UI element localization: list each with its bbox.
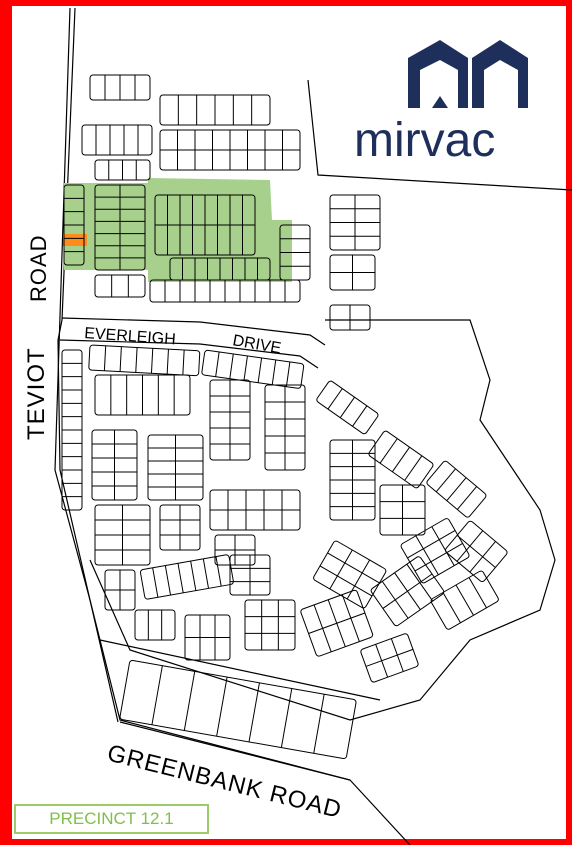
lot-block (201, 349, 305, 389)
lot-block (264, 384, 306, 471)
lot-block (214, 534, 256, 566)
lot-block (134, 609, 176, 641)
lot-block (139, 554, 234, 600)
teviot-label: TEVIOT (23, 347, 50, 440)
lot-block (279, 224, 311, 281)
lot-block (159, 129, 301, 171)
lot-block (159, 94, 271, 126)
highlighted-lot (63, 234, 87, 246)
lot-block (94, 374, 191, 416)
lot-block (63, 184, 85, 266)
lot-block (329, 194, 381, 251)
everleigh-drive (59, 317, 326, 369)
lot-block (316, 380, 379, 435)
lot-block (244, 599, 296, 651)
lot-block (147, 434, 204, 501)
lot-block (379, 484, 426, 536)
lot-block (159, 504, 201, 551)
map-border-left-thick (3, 3, 12, 842)
lot-block (104, 569, 136, 611)
logo-mark-icon (408, 40, 528, 108)
greenbank-road-edge (99, 639, 381, 781)
lot-block (329, 254, 376, 291)
lot-block (430, 570, 499, 630)
lot-block (89, 74, 151, 101)
lot-block (329, 304, 371, 331)
lot-block (400, 518, 470, 584)
lot-block (154, 194, 256, 256)
lot-block (368, 430, 434, 489)
lot-block (209, 489, 301, 531)
precinct-label: PRECINCT 12.1 (14, 804, 209, 834)
logo-wordmark: mirvac (354, 114, 495, 167)
lot-grid (61, 74, 508, 760)
lot-block (88, 344, 201, 377)
lot-block (94, 184, 146, 271)
lot-block (313, 540, 387, 609)
drive-label: DRIVE (231, 332, 282, 357)
lot-block (426, 460, 487, 518)
precinct-highlight (64, 178, 292, 282)
lot-block (209, 379, 251, 461)
lot-block (94, 274, 146, 298)
lot-block (94, 159, 151, 181)
lot-block (94, 504, 151, 566)
lot-block (360, 633, 419, 683)
lot-block (370, 556, 445, 627)
mirvac-logo: mirvac (354, 40, 528, 167)
lot-block (229, 554, 271, 596)
lot-block (81, 124, 153, 156)
lot-block (119, 659, 357, 760)
lot-block (300, 589, 374, 657)
teviot-road-edge (54, 7, 119, 723)
road-label-left: ROAD (26, 234, 51, 302)
lot-block (445, 520, 508, 583)
lot-block (329, 439, 376, 521)
everleigh-label: EVERLEIGH (84, 325, 177, 348)
lot-block (91, 429, 138, 501)
lot-block (61, 349, 83, 511)
lot-block (149, 279, 301, 303)
lot-block (184, 614, 231, 661)
